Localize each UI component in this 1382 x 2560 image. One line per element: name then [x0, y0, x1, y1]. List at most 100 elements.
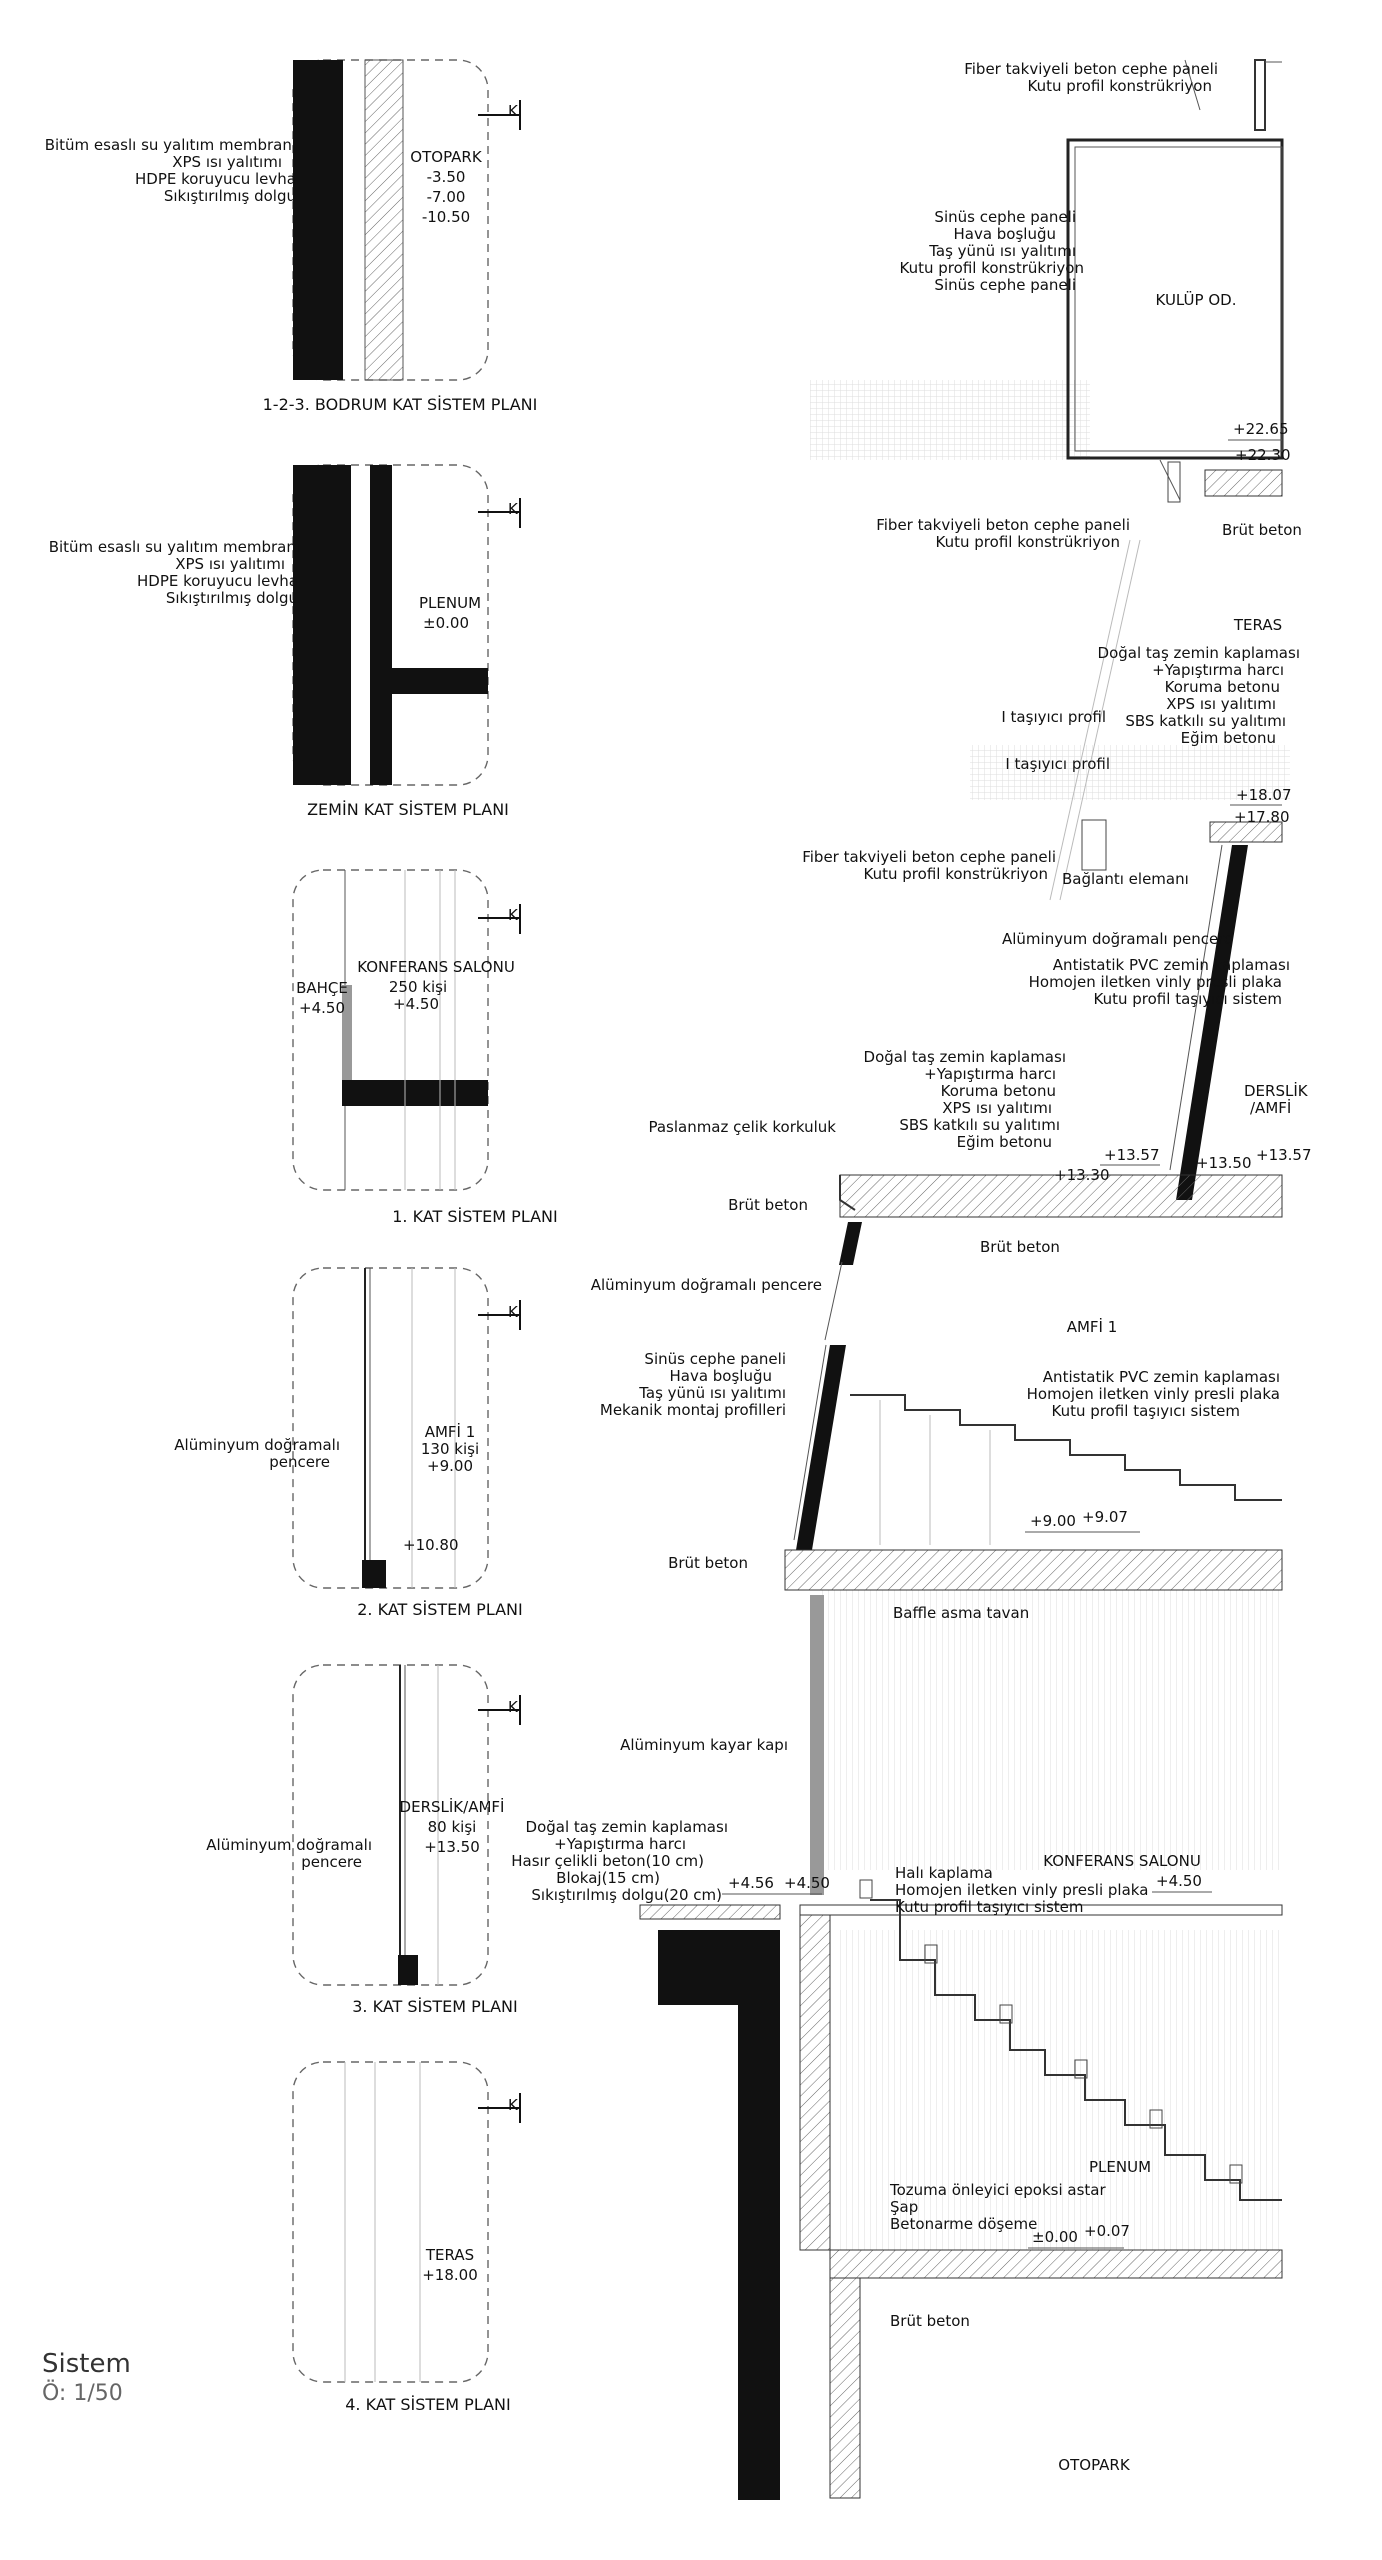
- note-air-gap: Hava boşluğu: [953, 225, 1056, 243]
- note-raw-concrete: Brüt beton: [890, 2312, 970, 2330]
- svg-text:Doğal taş zemin kaplaması+Yapı: Doğal taş zemin kaplaması+Yapıştırma har…: [864, 1048, 1066, 1151]
- space-konferans: KONFERANS SALONU: [1043, 1852, 1201, 1870]
- level-1807: +18.07: [1236, 786, 1292, 804]
- level-007: +0.07: [1084, 2222, 1130, 2240]
- note-i-profile: I taşıyıcı profil: [1005, 755, 1110, 773]
- sheet-title: Sistem: [42, 2349, 131, 2379]
- note-steel-railing: Paslanmaz çelik korkuluk: [648, 1118, 836, 1136]
- level-1330: +13.30: [1054, 1166, 1110, 1184]
- note-box-profile: Kutu profil konstrükriyon: [1028, 77, 1212, 95]
- level-450-left: +4.50: [784, 1874, 830, 1892]
- plan1-mark: K: [508, 102, 519, 120]
- note-stone-floor: Doğal taş zemin kaplaması: [1098, 644, 1300, 662]
- plan3-capacity: 250 kişi: [389, 978, 447, 996]
- space-plenum: PLENUM: [1089, 2158, 1151, 2176]
- plan4-caption: 2. KAT SİSTEM PLANI: [357, 1600, 523, 1619]
- note-pvc-floor: Antistatik PVC zemin kaplaması: [1053, 956, 1290, 974]
- plan6-caption: 4. KAT SİSTEM PLANI: [345, 2395, 511, 2414]
- plan1-space: OTOPARK: [410, 148, 483, 166]
- space-kulup: KULÜP OD.: [1156, 290, 1237, 309]
- level-1357-right: +13.57: [1256, 1146, 1312, 1164]
- note-stone-floor: Doğal taş zemin kaplaması: [526, 1818, 728, 1836]
- plan4-capacity: 130 kişi: [421, 1440, 479, 1458]
- plan1-note: HDPE koruyucu levha: [135, 170, 296, 188]
- space-derslik-amfi: /AMFİ: [1250, 1098, 1291, 1117]
- note-slope-concrete: Eğim betonu: [957, 1133, 1052, 1151]
- plan1-level: -3.50: [427, 168, 466, 186]
- note-sbs: SBS katkılı su yalıtımı: [899, 1116, 1060, 1134]
- note-sliding-door: Alüminyum kayar kapı: [620, 1736, 788, 1754]
- note-sbs: SBS katkılı su yalıtımı: [1125, 712, 1286, 730]
- level-1780: +17.80: [1234, 808, 1290, 826]
- note-conductive-plate: Homojen iletken vinly presli plaka: [1029, 973, 1282, 991]
- svg-text:DERSLİK/AMFİ: DERSLİK/AMFİ: [1244, 1081, 1309, 1117]
- note-raw-concrete: Brüt beton: [980, 1238, 1060, 1256]
- note-rockwool: Taş yünü ısı yalıtımı: [638, 1384, 786, 1402]
- note-mesh-concrete: Hasır çelikli beton(10 cm): [511, 1852, 704, 1870]
- plan1-note: Sıkıştırılmış dolgu: [164, 187, 296, 205]
- level-1350: +13.50: [1196, 1154, 1252, 1172]
- level-907: +9.07: [1082, 1508, 1128, 1526]
- plan2-level: ±0.00: [423, 614, 469, 632]
- note-rockwool: Taş yünü ısı yalıtımı: [928, 242, 1076, 260]
- level-450-right: +4.50: [1156, 1872, 1202, 1890]
- plan3-level: +4.50: [393, 995, 439, 1013]
- plan5-note: Alüminyum doğramalı: [206, 1836, 372, 1854]
- plan2-note: HDPE koruyucu levha: [137, 572, 298, 590]
- plan5-note: pencere: [301, 1853, 362, 1871]
- plan6-space: TERAS: [425, 2246, 474, 2264]
- svg-text:Doğal taş zemin kaplaması+Yapı: Doğal taş zemin kaplaması+Yapıştırma har…: [511, 1818, 728, 1904]
- note-box-profile: Kutu profil konstrükriyon: [936, 533, 1120, 551]
- plan2-note: XPS ısı yalıtımı: [175, 555, 285, 573]
- wall-section: KULÜP OD. TERAS DERSLİK/AMFİ AMFİ 1 KONF…: [511, 59, 1312, 2500]
- plan3-caption: 1. KAT SİSTEM PLANI: [392, 1207, 558, 1226]
- note-raw-concrete: Brüt beton: [668, 1554, 748, 1572]
- note-sinus-panel: Sinüs cephe paneli: [644, 1350, 786, 1368]
- space-otopark: OTOPARK: [1058, 2456, 1131, 2474]
- note-stone-floor: Doğal taş zemin kaplaması: [864, 1048, 1066, 1066]
- level-1357-left: +13.57: [1104, 1146, 1160, 1164]
- svg-text:TERAS+18.00: TERAS+18.00: [422, 2246, 478, 2284]
- note-box-profile: Kutu profil konstrükriyon: [900, 259, 1084, 277]
- plan2-note: Bitüm esaslı su yalıtım membranı: [49, 538, 300, 556]
- note-adhesive: +Yapıştırma harcı: [924, 1065, 1056, 1083]
- note-compacted-fill: Sıkıştırılmış dolgu(20 cm): [531, 1886, 722, 1904]
- plan4-aux-level: +10.80: [403, 1536, 459, 1554]
- level-marks: +22.65 +22.30 +18.07 +17.80 +13.57 +13.3…: [722, 420, 1312, 2249]
- plan5-space: DERSLİK/AMFİ: [400, 1797, 505, 1816]
- note-blockage: Blokaj(15 cm): [556, 1869, 660, 1887]
- note-connector: Bağlantı elemanı: [1062, 870, 1189, 888]
- note-aluminium-window: Alüminyum doğramalı pencere: [591, 1276, 822, 1294]
- plan1-level: -10.50: [422, 208, 470, 226]
- note-raw-concrete: Brüt beton: [1222, 521, 1302, 539]
- note-rc-slab: Betonarme döşeme: [890, 2215, 1037, 2233]
- note-screed: Şap: [890, 2198, 918, 2216]
- note-sinus-panel: Sinüs cephe paneli: [934, 208, 1076, 226]
- svg-text:PLENUM±0.00: PLENUM±0.00: [419, 594, 481, 632]
- plan3-mark: K: [508, 906, 519, 924]
- svg-text:BAHÇE+4.50: BAHÇE+4.50: [296, 979, 348, 1017]
- note-adhesive: +Yapıştırma harcı: [554, 1835, 686, 1853]
- level-2230: +22.30: [1235, 446, 1291, 464]
- note-box-system: Kutu profil taşıyıcı sistem: [1094, 990, 1282, 1008]
- plan4-space: AMFİ 1: [425, 1422, 476, 1441]
- plan4-mark: K: [508, 1303, 519, 1321]
- note-adhesive: +Yapıştırma harcı: [1152, 661, 1284, 679]
- level-456: +4.56: [728, 1874, 774, 1892]
